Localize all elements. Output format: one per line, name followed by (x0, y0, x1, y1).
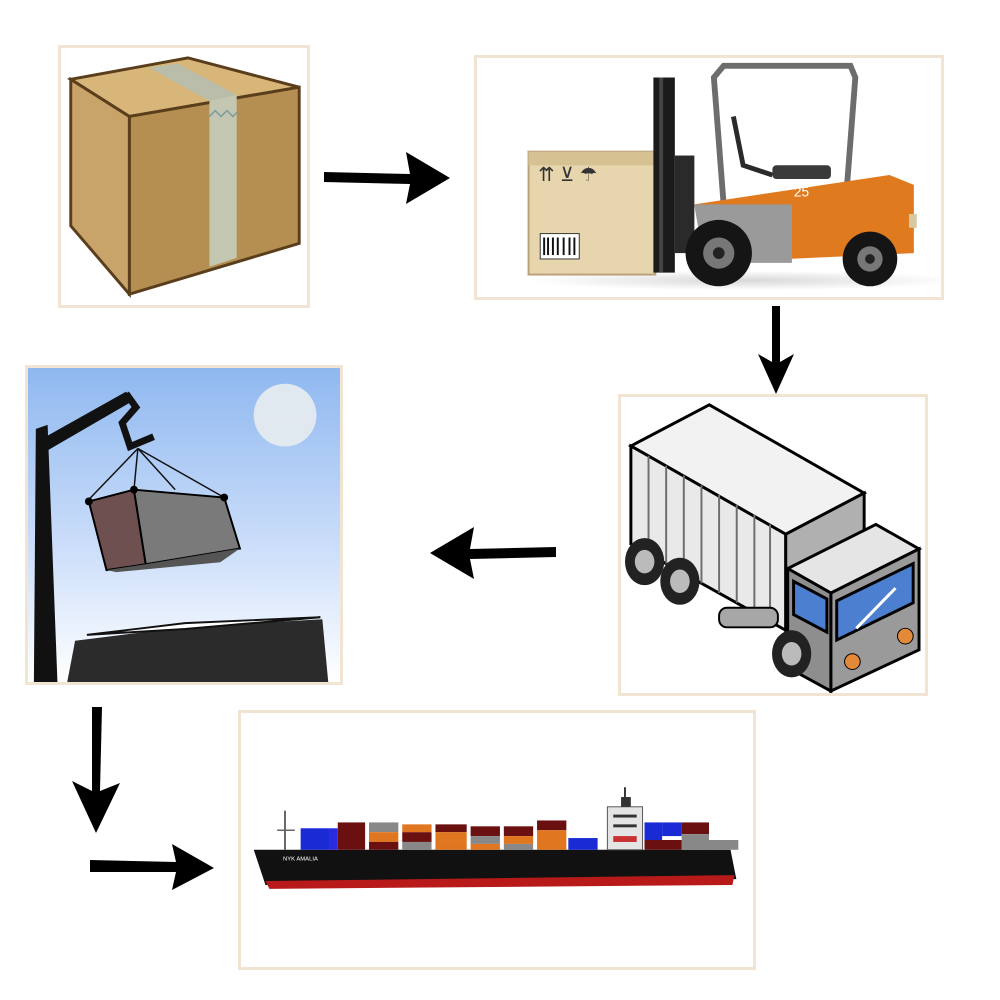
ship-name: NYK AMALIA (283, 857, 318, 863)
forklift-icon: ⇈ ⊻ ☂ 25 (477, 58, 941, 297)
svg-text:⇈ ⊻ ☂: ⇈ ⊻ ☂ (538, 164, 597, 186)
container-truck-icon (621, 397, 925, 693)
crane-lifting-container-icon (28, 368, 340, 682)
panel-crane (25, 365, 343, 685)
arrow-down-2 (70, 705, 122, 835)
container-ship-icon: NYK AMALIA (241, 713, 753, 967)
arrow-right-1 (322, 150, 452, 206)
panel-ship: NYK AMALIA (238, 710, 756, 970)
arrow-down-1 (756, 304, 796, 396)
panel-truck (618, 394, 928, 696)
cardboard-box-icon (61, 48, 307, 305)
arrow-right-2 (88, 842, 216, 892)
forklift-badge: 25 (794, 185, 810, 200)
panel-package (58, 45, 310, 308)
arrow-left-1 (428, 525, 558, 581)
panel-forklift: ⇈ ⊻ ☂ 25 (474, 55, 944, 300)
